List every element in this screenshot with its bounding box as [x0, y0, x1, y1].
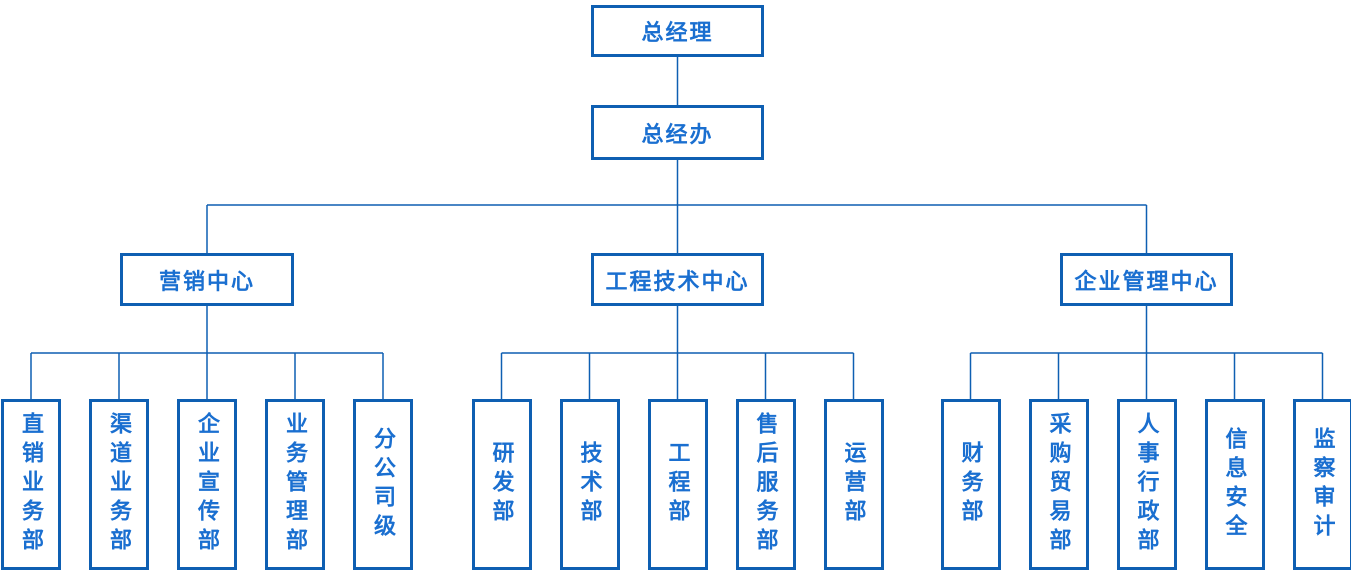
node-finance-dept: 财务部	[940, 399, 1001, 570]
node-technology-dept-label: 技术部	[577, 441, 603, 528]
node-engineering-dept: 工程部	[647, 399, 708, 570]
node-enterprise-management-center-label: 企业管理中心	[1074, 268, 1219, 294]
node-branch-company-level-label: 分公司级	[371, 426, 396, 543]
node-direct-sales-dept-label: 直销业务部	[19, 412, 44, 557]
node-branch-company-level: 分公司级	[353, 399, 413, 570]
node-supervision-audit: 监察审计	[1292, 399, 1351, 570]
node-rd-dept-label: 研发部	[489, 441, 515, 528]
node-supervision-audit-label: 监察审计	[1310, 426, 1336, 543]
node-technology-dept: 技术部	[559, 399, 620, 570]
node-marketing-center-label: 营销中心	[158, 268, 255, 294]
node-channel-sales-dept-label: 渠道业务部	[107, 412, 132, 557]
node-corporate-publicity-dept-label: 企业宣传部	[195, 412, 220, 557]
node-rd-dept: 研发部	[471, 399, 532, 570]
node-after-sales-service-dept-label: 售后服务部	[753, 412, 779, 557]
node-enterprise-management-center: 企业管理中心	[1060, 253, 1233, 306]
node-finance-dept-label: 财务部	[958, 441, 984, 528]
node-channel-sales-dept: 渠道业务部	[89, 399, 149, 570]
node-hr-admin-dept: 人事行政部	[1116, 399, 1177, 570]
node-engineering-dept-label: 工程部	[665, 441, 691, 528]
node-after-sales-service-dept: 售后服务部	[735, 399, 796, 570]
node-information-security-label: 信息安全	[1222, 426, 1248, 543]
node-business-management-dept: 业务管理部	[265, 399, 325, 570]
node-direct-sales-dept: 直销业务部	[1, 399, 61, 570]
node-hr-admin-dept-label: 人事行政部	[1134, 412, 1160, 557]
node-general-manager-label: 总经理	[641, 20, 714, 45]
node-marketing-center: 营销中心	[120, 253, 294, 306]
node-information-security: 信息安全	[1204, 399, 1265, 570]
node-operations-dept: 运营部	[823, 399, 884, 570]
node-business-management-dept-label: 业务管理部	[283, 412, 308, 557]
node-procurement-trade-dept: 采购贸易部	[1028, 399, 1089, 570]
node-general-manager-office: 总经办	[591, 105, 764, 160]
node-general-manager-office-label: 总经办	[641, 121, 714, 147]
node-operations-dept-label: 运营部	[841, 441, 867, 528]
node-engineering-technology-center: 工程技术中心	[591, 253, 764, 306]
node-general-manager: 总经理	[591, 5, 764, 57]
node-procurement-trade-dept-label: 采购贸易部	[1046, 412, 1072, 557]
node-corporate-publicity-dept: 企业宣传部	[177, 399, 237, 570]
node-engineering-technology-center-label: 工程技术中心	[605, 268, 750, 294]
